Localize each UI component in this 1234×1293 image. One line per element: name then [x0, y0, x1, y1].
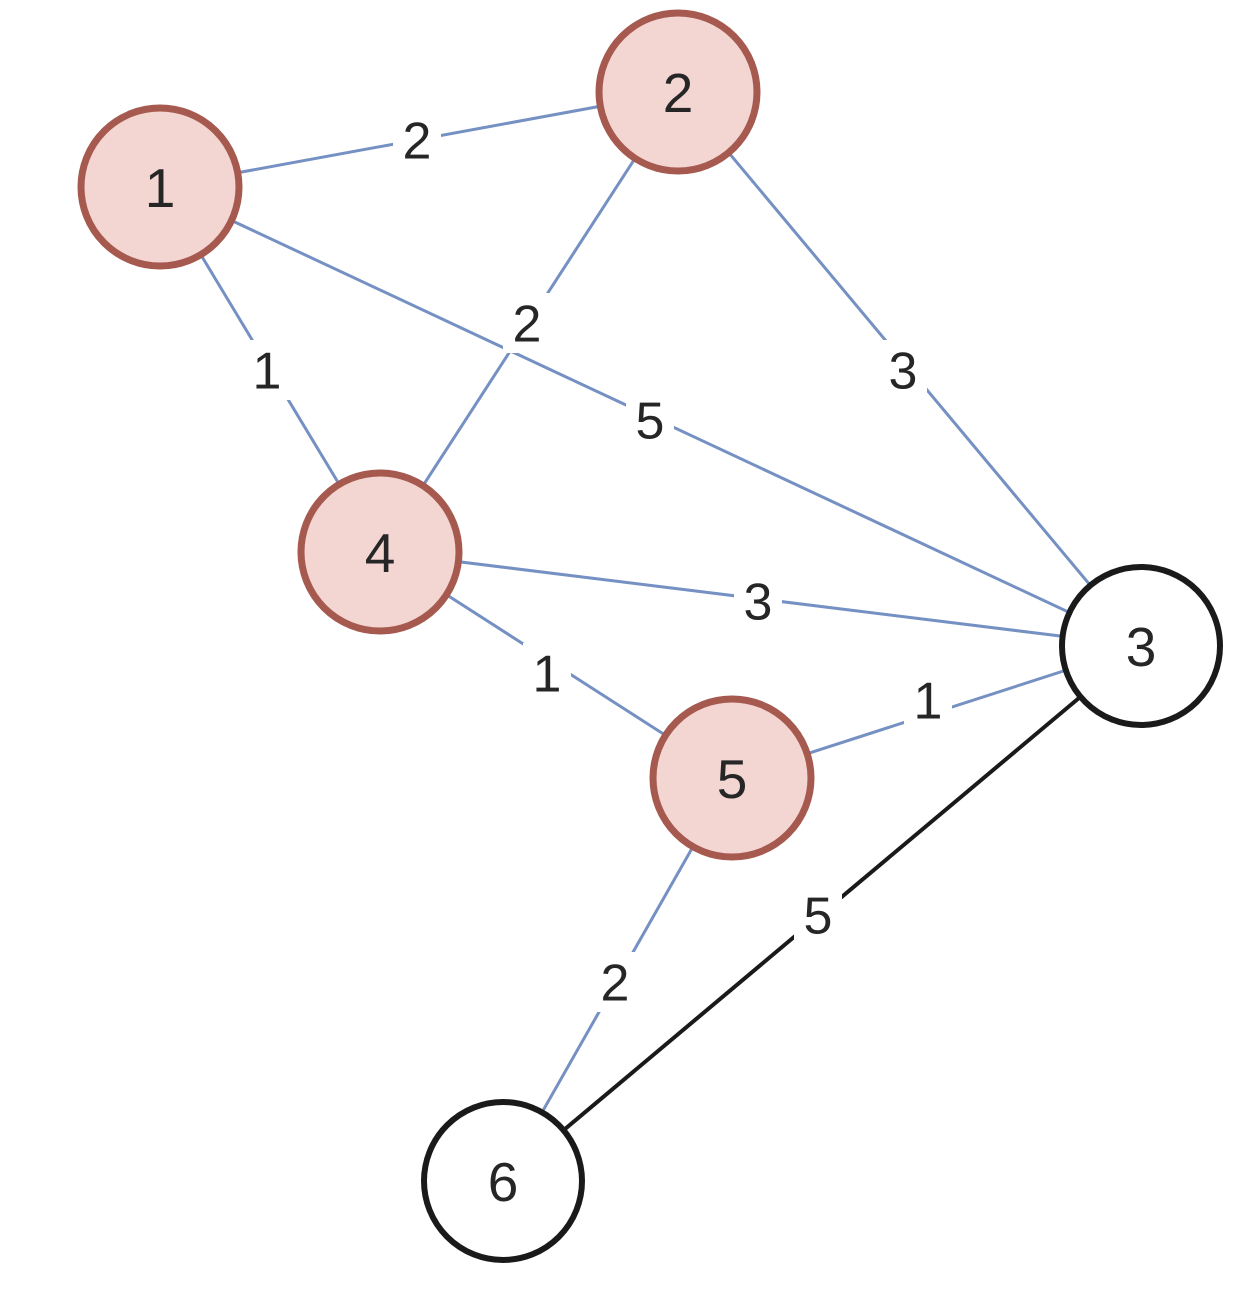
edge-weight-2-3: 3 — [889, 343, 918, 401]
node-label-4: 4 — [365, 522, 396, 584]
node-label-5: 5 — [717, 748, 748, 810]
node-label-2: 2 — [663, 62, 694, 124]
edge-weight-halo-5-3 — [904, 670, 952, 730]
edge-weight-5-6: 2 — [601, 955, 630, 1013]
node-label-6: 6 — [488, 1151, 519, 1213]
edge-weight-halo-2-4 — [503, 293, 551, 353]
node-label-1: 1 — [145, 157, 176, 219]
node-1[interactable] — [77, 104, 243, 270]
edge-weight-4-5: 1 — [533, 646, 562, 704]
edge-weight-5-3: 1 — [914, 673, 943, 731]
edge-weight-halo-1-4 — [243, 340, 291, 400]
node-3[interactable] — [1059, 564, 1223, 728]
edge-weight-halo-1-2 — [393, 110, 441, 170]
node-label-3: 3 — [1126, 616, 1157, 678]
edge-weight-halo-4-3 — [734, 571, 782, 631]
edge-weight-halo-2-3 — [879, 340, 927, 400]
node-6[interactable] — [421, 1099, 585, 1263]
node-2[interactable] — [595, 9, 761, 175]
edge-weight-1-4: 1 — [253, 343, 282, 401]
node-5[interactable] — [649, 695, 815, 861]
edge-weight-halo-5-6 — [591, 952, 639, 1012]
edge-weight-1-3: 5 — [636, 393, 665, 451]
node-4[interactable] — [297, 469, 463, 635]
edge-weight-halo-4-5 — [523, 643, 571, 703]
edge-weight-1-2: 2 — [403, 113, 432, 171]
edge-weight-halo-1-3 — [626, 390, 674, 450]
edge-weight-2-4: 2 — [513, 296, 542, 354]
edge-weight-halo-6-3 — [794, 885, 842, 945]
edge-weight-6-3: 5 — [804, 888, 833, 946]
edge-weight-4-3: 3 — [744, 574, 773, 632]
